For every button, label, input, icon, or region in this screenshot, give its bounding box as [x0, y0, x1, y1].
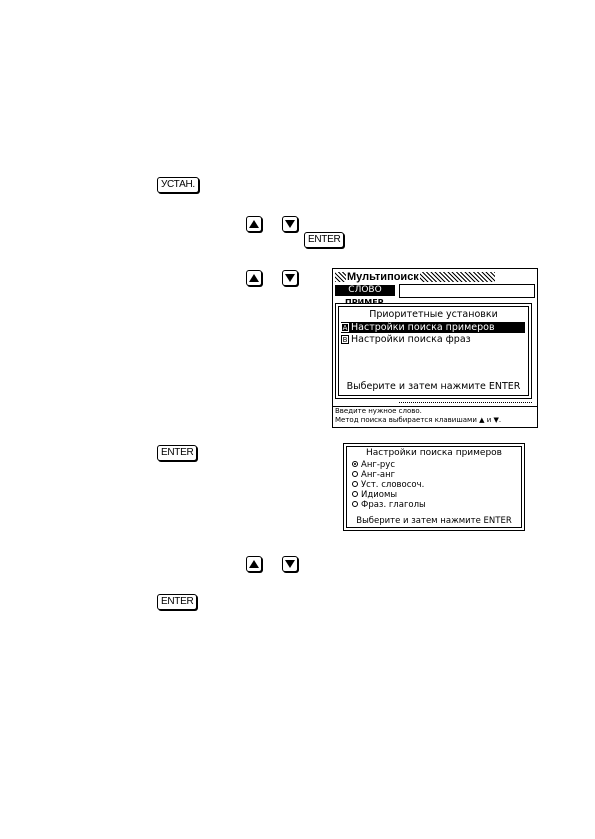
down-arrow-key	[282, 270, 298, 286]
radio-icon	[352, 480, 358, 487]
tab-word[interactable]: СЛОВО	[335, 285, 395, 296]
down-arrow-icon	[285, 220, 295, 228]
option-label: Анг-рус	[361, 460, 396, 470]
radio-icon	[352, 490, 358, 497]
title-bar: Мультипоиск	[333, 271, 537, 283]
up-arrow-key	[246, 270, 262, 286]
up-arrow-key	[246, 556, 262, 572]
radio-option-idioms[interactable]: Идиомы	[352, 490, 397, 500]
radio-icon	[352, 500, 358, 507]
option-letter-a: A	[341, 323, 349, 332]
radio-selected-icon	[352, 460, 358, 467]
up-arrow-icon	[249, 560, 259, 568]
setup-key: УСТАН.	[157, 177, 199, 193]
example-search-settings-screen: Настройки поиска примеров Анг-рус Анг-ан…	[343, 443, 525, 531]
status-bar: Введите нужное слово. Метод поиска выбир…	[333, 406, 537, 427]
enter-key: ENTER	[304, 232, 345, 248]
up-arrow-key	[246, 216, 262, 232]
search-input[interactable]	[399, 284, 535, 298]
radio-option-set-phrases[interactable]: Уст. словосоч.	[352, 480, 424, 490]
status-line-1: Введите нужное слово.	[335, 407, 422, 415]
settings-hint: Выберите и затем нажмите ENTER	[356, 516, 512, 526]
option-label: Фраз. глаголы	[361, 500, 426, 510]
up-arrow-icon	[249, 274, 259, 282]
menu-item-label: Настройки поиска примеров	[351, 322, 495, 333]
multisearch-screen: Мультипоиск СЛОВО ПРИМЕР Приоритетные ус…	[332, 268, 538, 428]
radio-icon	[352, 470, 358, 477]
enter-key: ENTER	[157, 445, 198, 461]
option-label: Идиомы	[361, 490, 398, 500]
option-label: Уст. словосоч.	[361, 480, 425, 490]
radio-option-eng-rus[interactable]: Анг-рус	[352, 460, 395, 470]
up-arrow-icon	[249, 220, 259, 228]
title-hatch-left	[335, 272, 347, 282]
radio-option-eng-eng[interactable]: Анг-анг	[352, 470, 395, 480]
tab-example[interactable]: ПРИМЕР	[345, 297, 384, 308]
enter-key: ENTER	[157, 594, 198, 610]
title-hatch-right	[419, 272, 495, 282]
radio-option-phrasal-verbs[interactable]: Фраз. глаголы	[352, 500, 426, 510]
dotted-divider	[399, 402, 533, 403]
popup-title: Приоритетные установки	[369, 309, 498, 320]
menu-item-label: Настройки поиска фраз	[351, 334, 471, 345]
down-arrow-key	[282, 556, 298, 572]
down-arrow-key	[282, 216, 298, 232]
screen-title: Мультипоиск	[346, 271, 420, 283]
popup-hint: Выберите и затем нажмите ENTER	[346, 381, 521, 392]
down-arrow-icon	[285, 560, 295, 568]
option-label: Анг-анг	[361, 470, 396, 480]
option-letter-b: B	[341, 335, 349, 344]
down-arrow-icon	[285, 274, 295, 282]
status-line-2: Метод поиска выбирается клавишами ▲ и ▼.	[335, 416, 502, 424]
settings-title: Настройки поиска примеров	[366, 448, 502, 458]
